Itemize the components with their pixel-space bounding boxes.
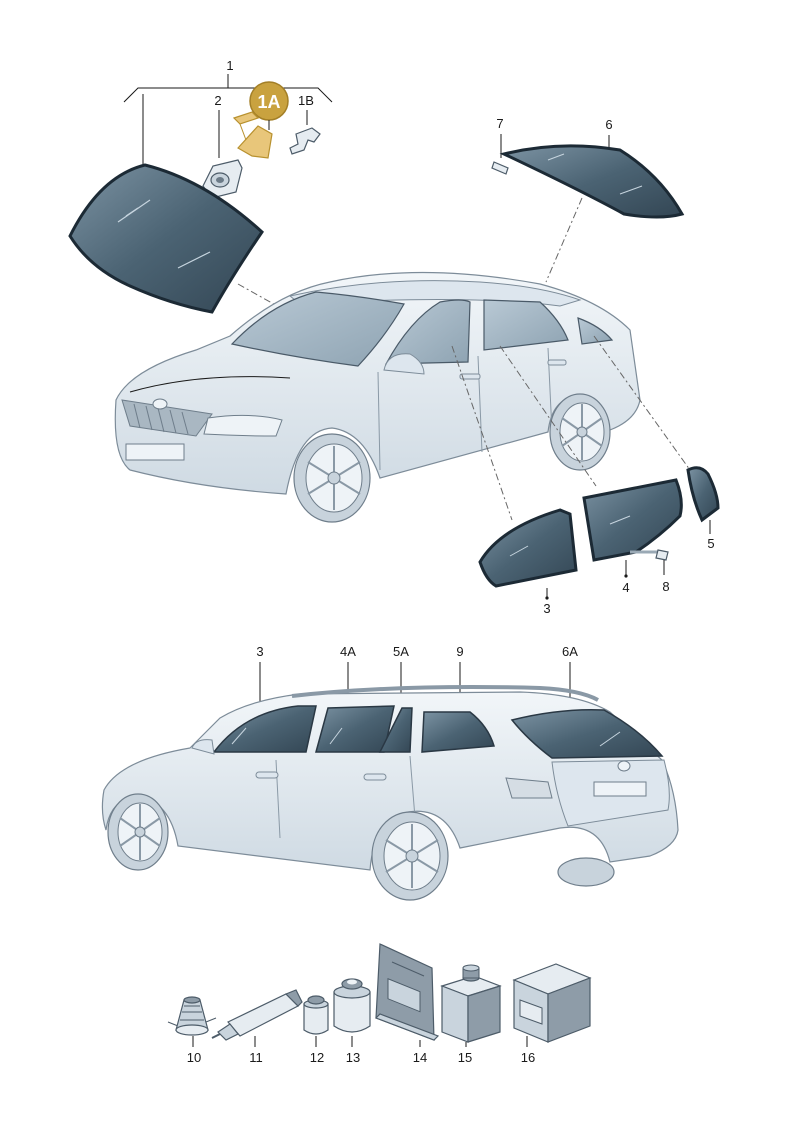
- callout-3: 3: [543, 601, 550, 616]
- callout-11: 11: [249, 1050, 263, 1065]
- sedan-car: [114, 271, 641, 523]
- callout-1b: 1B: [298, 93, 314, 108]
- cleaner-can-part: [333, 978, 371, 1033]
- callout-16: 16: [521, 1050, 535, 1065]
- callout-4a: 4A: [340, 644, 356, 659]
- estate-car: [101, 685, 679, 901]
- rear-window-dash: [545, 197, 583, 283]
- storage-box-part: [512, 963, 592, 1043]
- repair-kit-pack-part: [374, 943, 440, 1041]
- seal-part: [491, 161, 509, 175]
- callout-6: 6: [605, 117, 612, 132]
- activator-box-part: [440, 964, 502, 1043]
- rear-window-glass: [499, 144, 685, 219]
- rain-sensor-part: [232, 111, 273, 159]
- nozzle-part: [167, 996, 217, 1036]
- door-glass-3-dash: [451, 345, 513, 521]
- guide-clip-part: [630, 549, 669, 561]
- callout-12: 12: [310, 1050, 324, 1065]
- callout-13: 13: [346, 1050, 360, 1065]
- callout-5a: 5A: [393, 644, 409, 659]
- callout-8: 8: [662, 579, 669, 594]
- callout-14: 14: [413, 1050, 427, 1065]
- callout-15: 15: [458, 1050, 472, 1065]
- callout-2: 2: [214, 93, 221, 108]
- callout-3-estate: 3: [256, 644, 263, 659]
- door-glass-4-dash: [499, 345, 597, 487]
- callout-4-dot: [624, 574, 628, 578]
- adhesive-tube-part: [211, 989, 303, 1041]
- callout-1a: 1A: [257, 92, 280, 112]
- callout-10: 10: [187, 1050, 201, 1065]
- front-door-glass: [478, 508, 578, 588]
- rear-door-glass: [582, 478, 683, 562]
- quarter-glass-dash: [593, 335, 691, 471]
- callout-1: 1: [226, 58, 233, 73]
- callout-9: 9: [456, 644, 463, 659]
- mirror-mount-part: [202, 159, 243, 199]
- callout-1-bracket: [123, 74, 333, 165]
- callout-7: 7: [496, 116, 503, 131]
- primer-can-part: [303, 995, 329, 1035]
- callout-3-dot: [545, 596, 549, 600]
- callout-6a: 6A: [562, 644, 578, 659]
- callout-4: 4: [622, 580, 629, 595]
- windshield-glass: [68, 163, 264, 314]
- clip-part: [289, 127, 321, 155]
- badge-1a: 1A: [249, 81, 289, 121]
- quarter-glass: [686, 466, 720, 523]
- callout-5: 5: [707, 536, 714, 551]
